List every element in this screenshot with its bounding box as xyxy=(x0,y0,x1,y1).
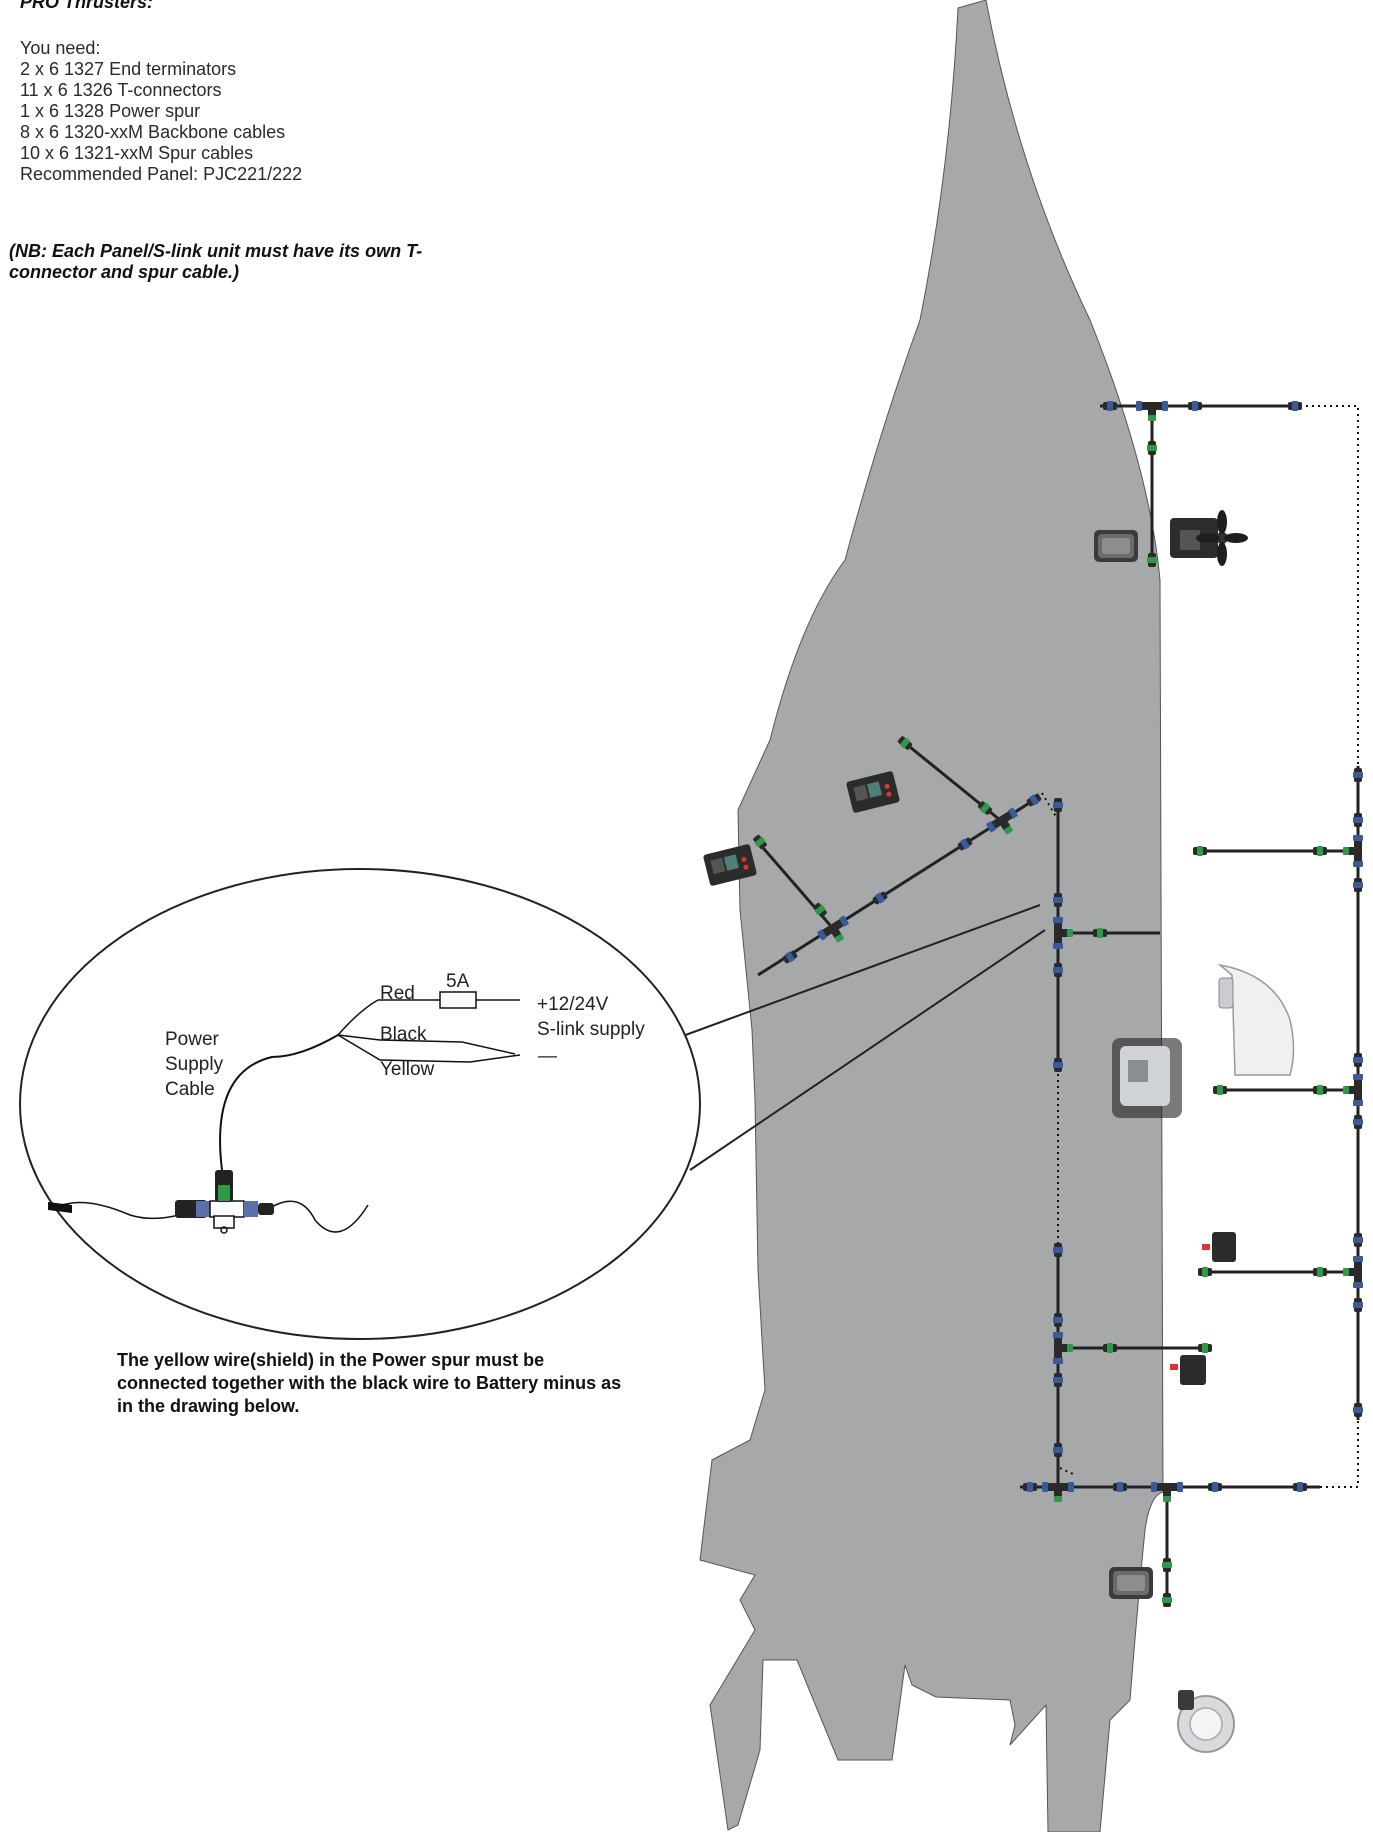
wire-label-red: Red xyxy=(380,983,415,1004)
fuse-label: 5A xyxy=(446,971,470,992)
supply-voltage-label: +12/24V xyxy=(537,994,609,1015)
engine-unit xyxy=(1112,1038,1182,1118)
power-cable-label: Cable xyxy=(165,1079,215,1100)
switch-panel xyxy=(1202,1232,1236,1262)
supply-name-label: S-link supply xyxy=(537,1019,645,1040)
thruster-controller-unit xyxy=(1094,530,1138,562)
switch-panel xyxy=(1170,1355,1206,1385)
stern-propeller-icon xyxy=(1178,1690,1234,1752)
wire-label-black: Black xyxy=(380,1024,427,1045)
stern-controller-unit xyxy=(1109,1567,1153,1599)
power-cable-label: Power xyxy=(165,1029,220,1050)
backbone-dotted-right xyxy=(1300,406,1358,766)
hull-outline xyxy=(700,0,1163,1832)
battery-minus-label: — xyxy=(538,1046,557,1067)
wire-label-yellow: Yellow xyxy=(380,1059,435,1080)
backbone-dotted-bottom xyxy=(1320,1420,1358,1487)
stern-thruster-housing xyxy=(1219,965,1294,1075)
power-cable-label: Supply xyxy=(165,1054,224,1075)
